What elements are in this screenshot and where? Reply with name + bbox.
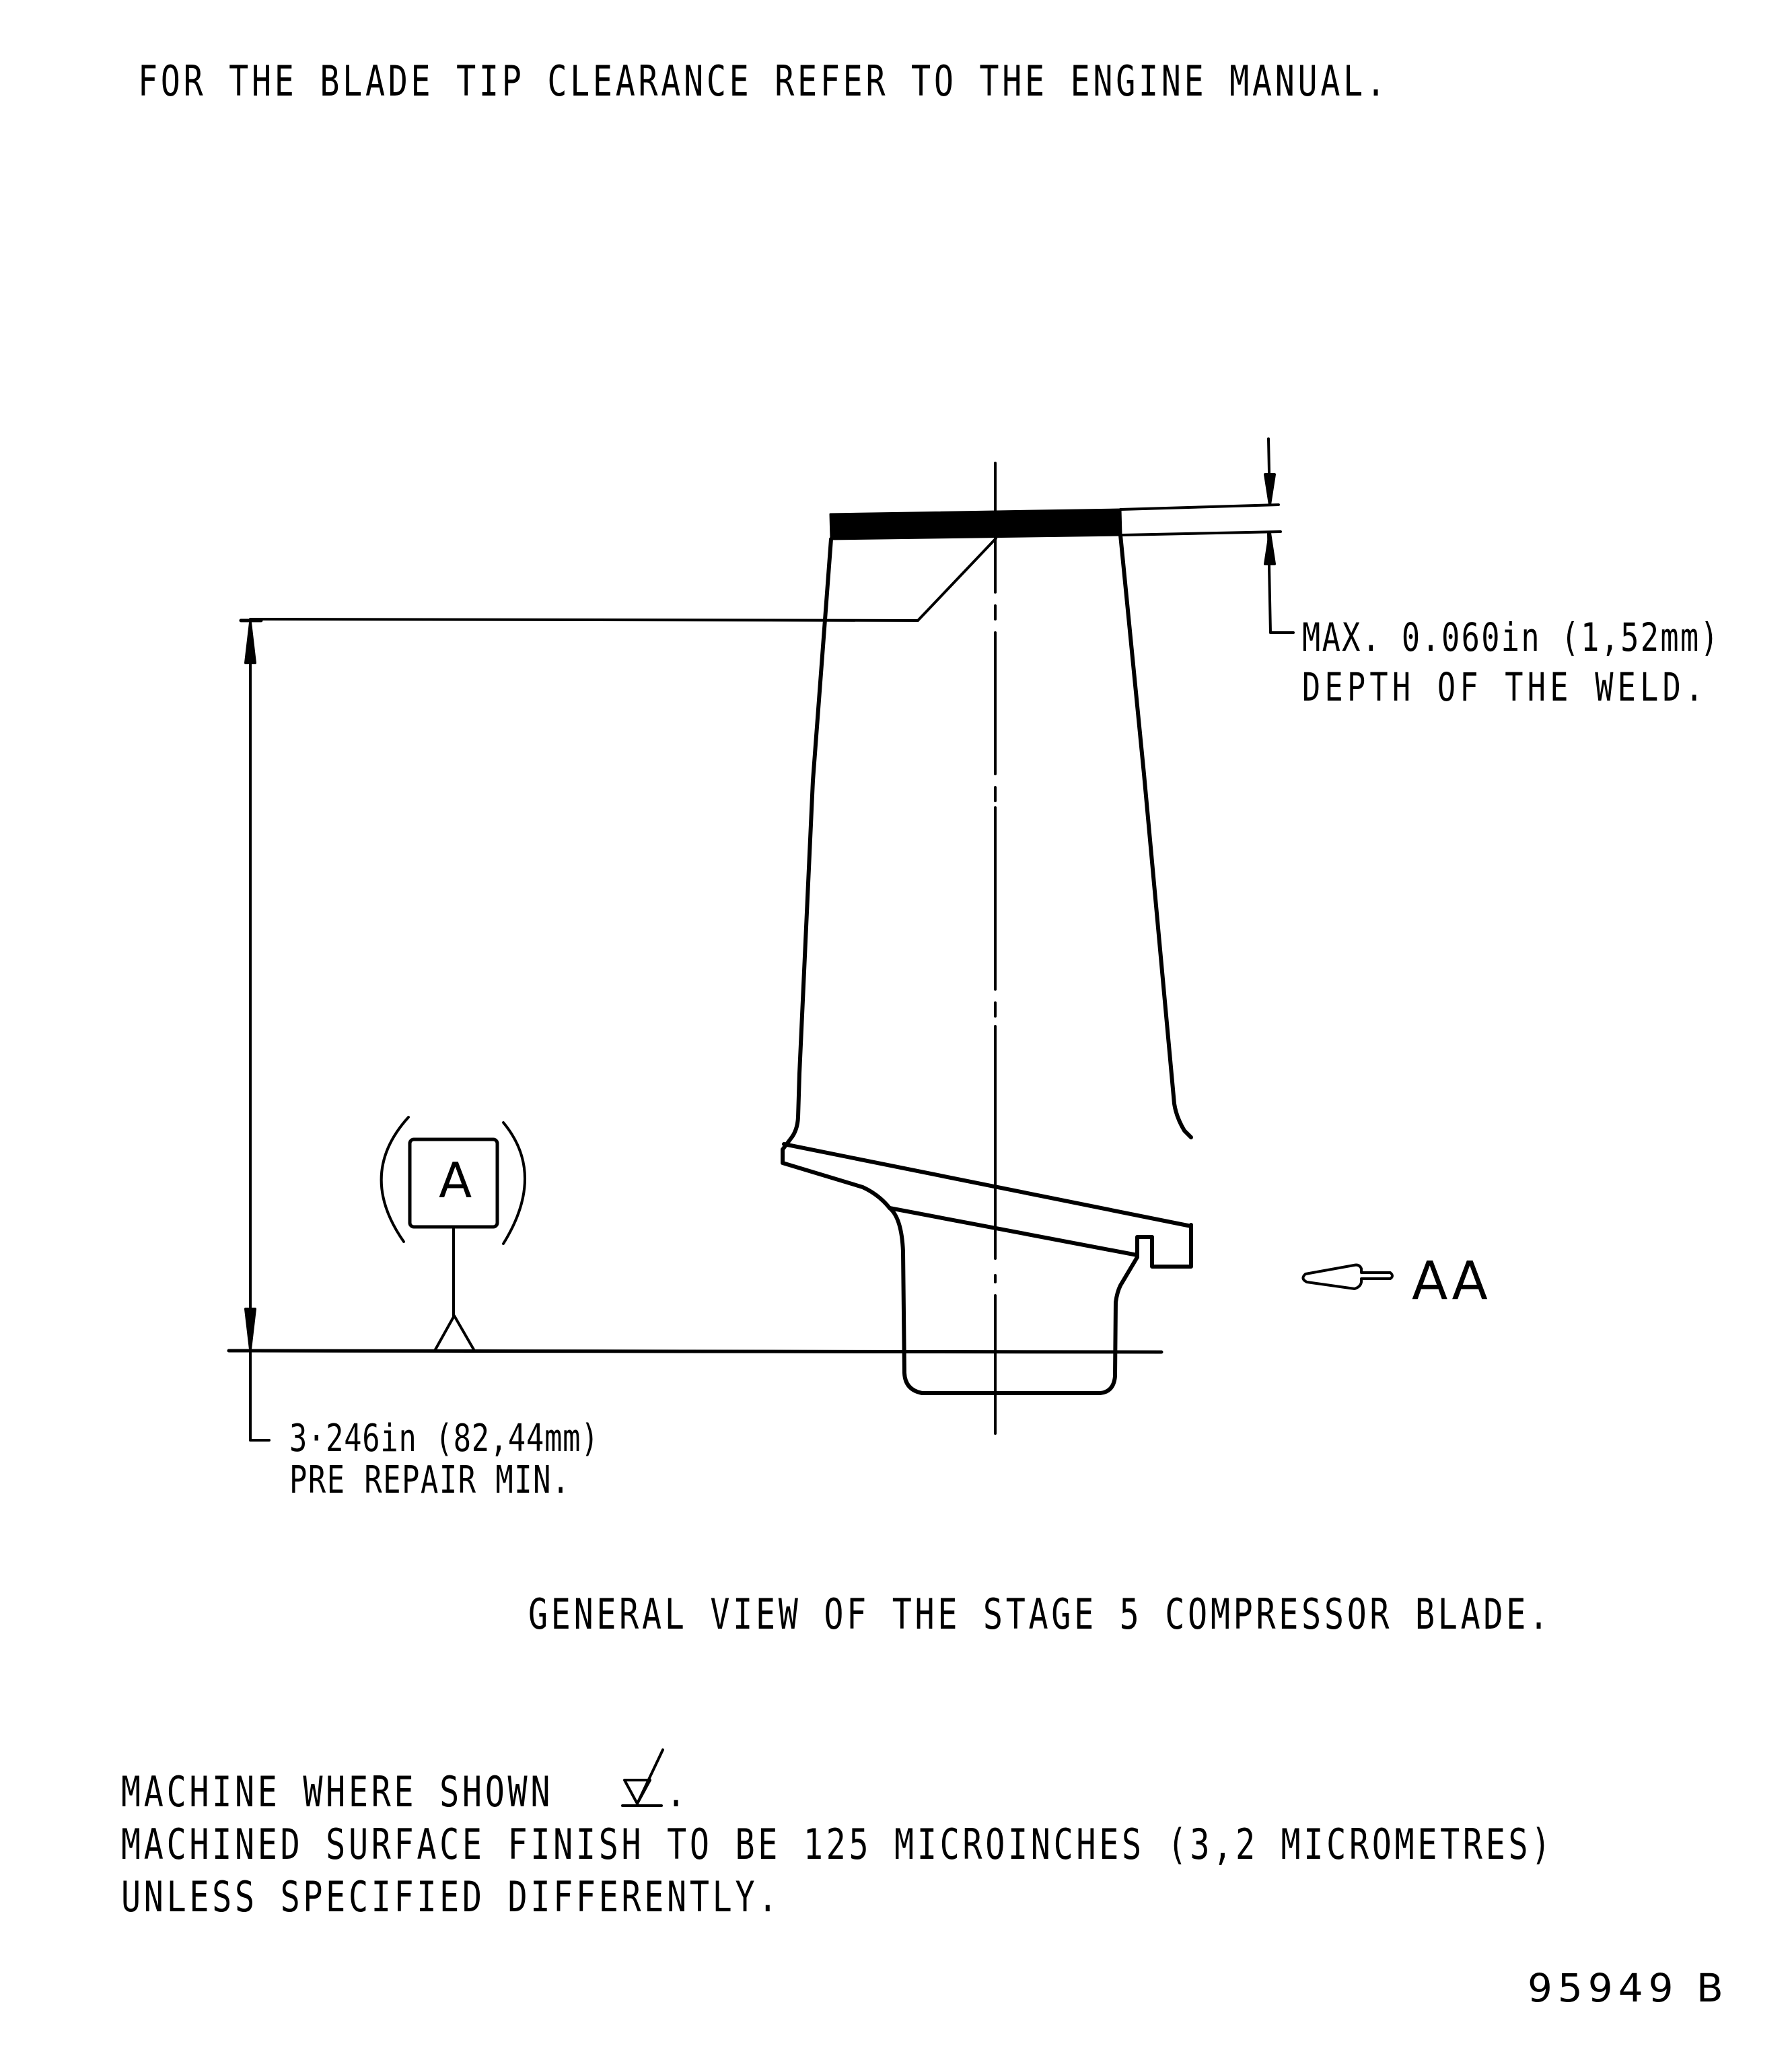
machining-note-period: .	[666, 1767, 686, 1816]
weld-depth-dimension	[1119, 437, 1295, 634]
view-label: AA	[1412, 1251, 1491, 1312]
machining-note-line-3: UNLESS SPECIFIED DIFFERENTLY.	[121, 1872, 781, 1921]
datum-feature-triangle-icon	[380, 1116, 526, 1352]
height-dimension-value: 3·246in (82,44mm)	[289, 1417, 600, 1460]
machining-note-line-2: MACHINED SURFACE FINISH TO BE 125 MICROI…	[121, 1820, 1554, 1869]
drawing-number: 95949 B	[1528, 1965, 1729, 2011]
figure-caption: GENERAL VIEW OF THE STAGE 5 COMPRESSOR B…	[528, 1590, 1552, 1639]
machining-note-line-1: MACHINE WHERE SHOWN	[121, 1767, 554, 1816]
platform-outline	[781, 1142, 1193, 1269]
machined-surface-symbol-icon	[621, 1748, 664, 1807]
blade-tip-clearance-note: FOR THE BLADE TIP CLEARANCE REFER TO THE…	[138, 57, 1389, 106]
root-outline	[888, 1206, 1139, 1395]
view-direction-arrow-icon	[1301, 1263, 1394, 1290]
height-dimension	[239, 537, 997, 1442]
datum-letter: A	[439, 1152, 472, 1209]
airfoil-outline	[781, 533, 1193, 1151]
datum-base-line	[227, 1349, 1163, 1354]
weld-band	[829, 508, 1122, 540]
weld-depth-value: MAX. 0.060in (1,52mm)	[1302, 614, 1721, 660]
weld-depth-label: DEPTH OF THE WELD.	[1302, 664, 1708, 710]
height-dimension-label: PRE REPAIR MIN.	[289, 1458, 571, 1502]
